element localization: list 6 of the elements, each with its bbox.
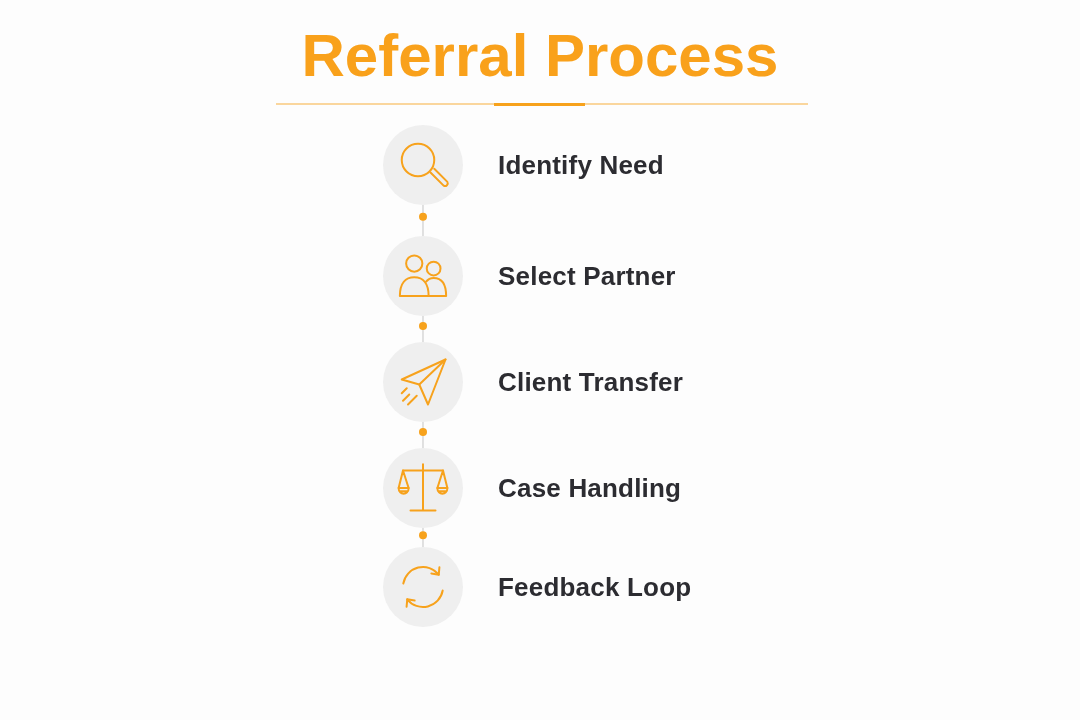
step-label: Identify Need (498, 149, 664, 181)
step-label: Feedback Loop (498, 571, 692, 603)
step-label: Client Transfer (498, 366, 684, 398)
title: Referral Process (301, 21, 779, 91)
step-label: Case Handling (498, 472, 682, 504)
step-label: Select Partner (498, 260, 676, 292)
